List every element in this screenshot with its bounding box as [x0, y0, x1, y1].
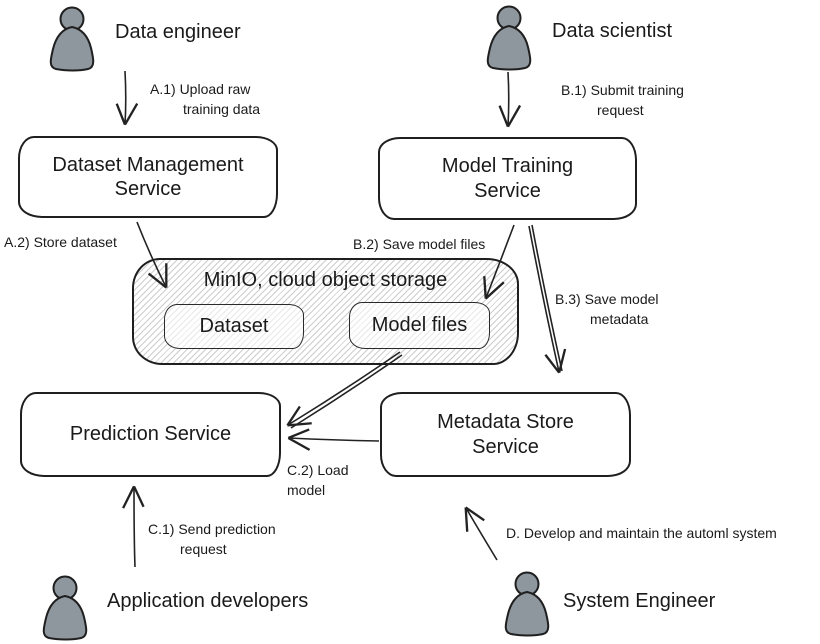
data-scientist-icon — [486, 5, 532, 71]
system-engineer-icon — [504, 571, 550, 637]
arrow-b1-submit-training-request — [498, 71, 522, 128]
edge-label-c1: C.1) Send prediction request — [148, 521, 276, 557]
node-model-files: Model files — [349, 302, 490, 349]
node-model-training-service: Model Training Service — [378, 137, 637, 220]
arrow-a1-upload-raw-training-data — [115, 70, 139, 126]
node-label: Model Training Service — [441, 155, 574, 202]
edge-label-a1: A.1) Upload raw training data — [150, 81, 261, 117]
actor-label-system-engineer: System Engineer — [563, 590, 716, 612]
arrow-c1-send-prediction-request — [122, 485, 145, 568]
node-metadata-store-service: Metadata Store Service — [380, 392, 631, 477]
data-engineer-icon — [49, 6, 95, 72]
edge-label-b3: B.3) Save model metadata — [555, 291, 659, 327]
node-prediction-service: Prediction Service — [20, 392, 281, 477]
node-label: Model files — [371, 314, 468, 336]
edge-label-c2: C.2) Load model — [287, 462, 349, 498]
actor-label-data-engineer: Data engineer — [115, 21, 241, 43]
edge-label-a2: A.2) Store dataset — [4, 234, 117, 250]
edge-label-d: D. Develop and maintain the automl syste… — [506, 525, 777, 541]
node-dataset-management-service: Dataset Management Service — [18, 136, 278, 218]
actor-label-data-scientist: Data scientist — [552, 20, 673, 42]
node-label: Metadata Store Service — [437, 411, 574, 458]
arrow-d-develop-and-maintain — [464, 506, 498, 561]
node-dataset: Dataset — [164, 304, 304, 349]
minio-title: MinIO, cloud object storage — [203, 269, 448, 291]
application-developers-icon — [42, 575, 88, 641]
node-minio-storage: MinIO, cloud object storage Dataset Mode… — [132, 258, 519, 365]
edge-label-b1: B.1) Submit training request — [561, 82, 684, 118]
actor-label-application-developers: Application developers — [107, 590, 309, 612]
edge-label-b2: B.2) Save model files — [353, 236, 486, 252]
arrow-metadata-to-prediction — [287, 428, 380, 451]
node-label: Dataset — [199, 315, 269, 337]
node-label: Prediction Service — [69, 423, 232, 446]
node-label: Dataset Management Service — [52, 153, 244, 200]
